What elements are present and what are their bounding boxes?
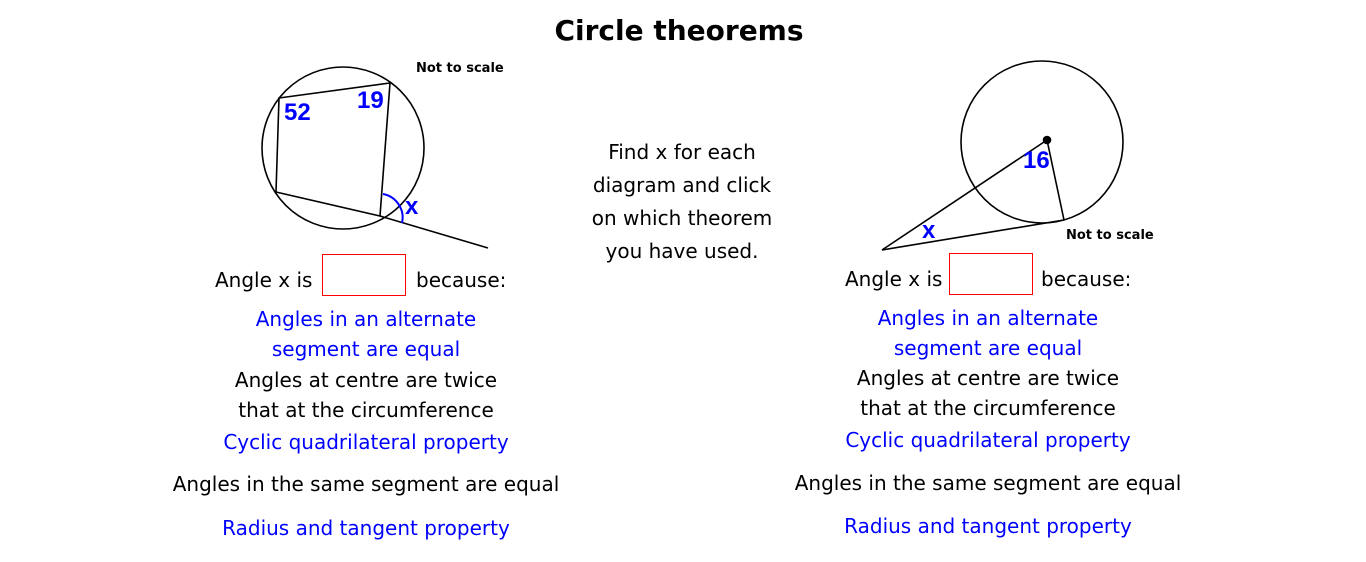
option-text: Angles in an alternate (255, 307, 477, 331)
centre-dot (1042, 135, 1052, 145)
angle-x-arc (382, 193, 404, 224)
left-prompt-after: because: (416, 268, 507, 292)
right-prompt-before: Angle x is (845, 267, 943, 291)
right-option-centre-twice[interactable]: Angles at centre are twice that at the c… (788, 363, 1188, 423)
option-text: Angles at centre are twice (234, 368, 498, 392)
left-not-to-scale: Not to scale (416, 61, 504, 76)
right-option-same-segment[interactable]: Angles in the same segment are equal (794, 471, 1182, 495)
line-to-centre (881, 139, 1048, 251)
right-option-alternate-segment[interactable]: Angles in an alternate segment are equal (788, 303, 1188, 363)
left-angle-label-x: x (405, 193, 419, 220)
tangent (881, 219, 1065, 251)
right-not-to-scale: Not to scale (1066, 228, 1154, 243)
left-angle-label-52: 52 (284, 99, 311, 126)
option-text: segment are equal (893, 336, 1083, 360)
right-circle (960, 60, 1124, 224)
right-angle-label-16: 16 (1023, 147, 1050, 174)
right-option-cyclic-quadrilateral[interactable]: Cyclic quadrilateral property (845, 428, 1131, 452)
left-option-same-segment[interactable]: Angles in the same segment are equal (172, 472, 560, 496)
right-answer-input[interactable] (949, 253, 1033, 295)
option-text: segment are equal (271, 337, 461, 361)
option-text: that at the circumference (860, 396, 1116, 420)
right-angle-label-x: x (922, 217, 936, 244)
left-answer-input[interactable] (322, 254, 406, 296)
option-text: that at the circumference (238, 398, 494, 422)
radius (1046, 139, 1065, 221)
left-circle (261, 66, 425, 230)
right-option-radius-tangent[interactable]: Radius and tangent property (844, 514, 1132, 538)
right-prompt-after: because: (1041, 267, 1132, 291)
instruction-text: Find x for each diagram and click on whi… (591, 140, 773, 263)
left-option-alternate-segment[interactable]: Angles in an alternate segment are equal (166, 304, 566, 364)
left-option-centre-twice[interactable]: Angles at centre are twice that at the c… (166, 365, 566, 425)
option-text: Angles in an alternate (877, 306, 1099, 330)
left-angle-label-19: 19 (357, 87, 384, 114)
extended-side (379, 215, 489, 249)
left-option-radius-tangent[interactable]: Radius and tangent property (222, 516, 510, 540)
left-prompt-before: Angle x is (215, 268, 313, 292)
left-diagram (261, 66, 489, 249)
right-diagram (881, 60, 1124, 251)
left-option-cyclic-quadrilateral[interactable]: Cyclic quadrilateral property (223, 430, 509, 454)
option-text: Angles at centre are twice (856, 366, 1120, 390)
page-title: Circle theorems (554, 14, 804, 47)
